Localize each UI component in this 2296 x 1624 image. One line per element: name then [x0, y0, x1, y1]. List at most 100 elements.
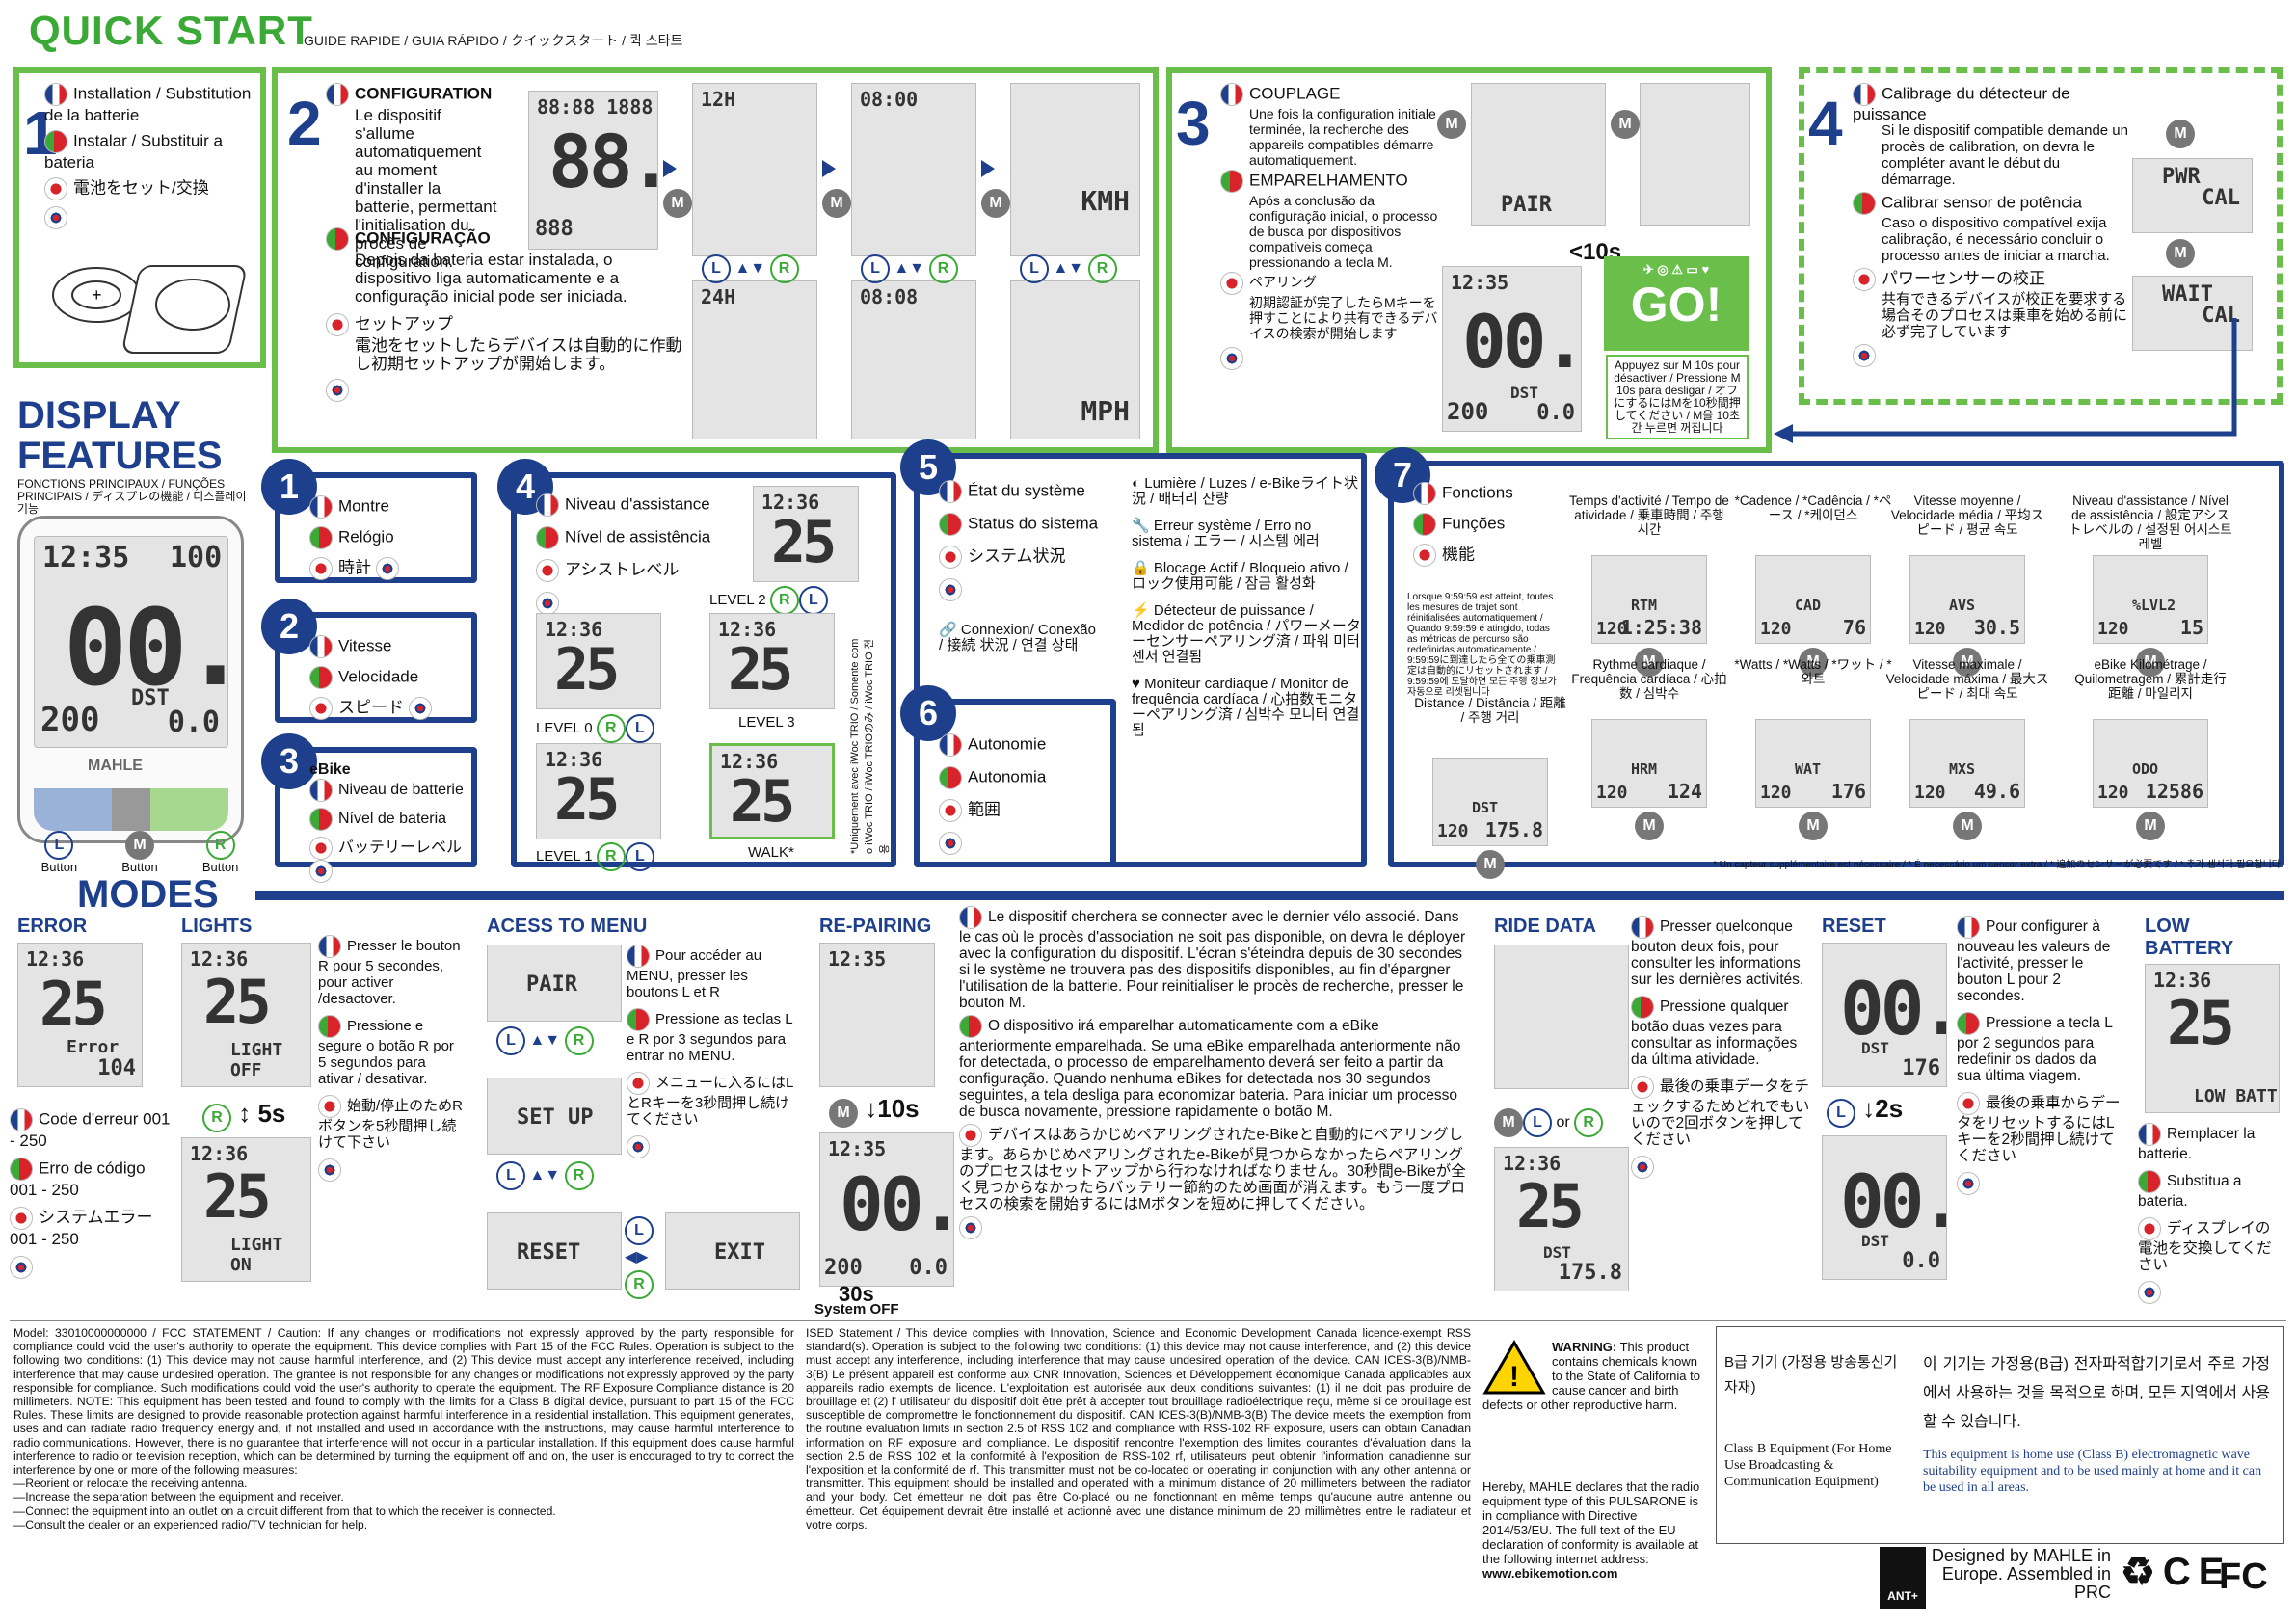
france-flag-icon [44, 83, 67, 106]
m-button-icon[interactable]: M [1799, 648, 1828, 677]
website-link[interactable]: www.ebikemotion.com [1482, 1566, 1618, 1581]
feature-jp: バッテリーレベル [338, 839, 463, 857]
l-button-icon[interactable]: L [44, 831, 74, 860]
fcc-measure: —Consult the dealer or an experienced ra… [13, 1517, 368, 1531]
l-button-icon[interactable]: L [1523, 1108, 1552, 1137]
range-value: 120 [1596, 619, 1628, 639]
certification-marks: ♻CE [2121, 1550, 2275, 1608]
portugal-flag-icon [309, 666, 333, 689]
l-button-icon[interactable]: L [1827, 1099, 1855, 1128]
function-code: HRM [1631, 760, 1658, 778]
pair-jp-text: 初期認証が完了したらMキーを押すことにより共有できるデバイスの検索が開始します [1249, 295, 1438, 341]
function-code: MXS [1949, 760, 1976, 778]
m-button-icon[interactable]: M [981, 189, 1010, 218]
l-button-icon[interactable]: L [861, 254, 890, 283]
m-button-icon[interactable]: M [2166, 239, 2195, 268]
lcd-menu-pair: PAIR [487, 945, 622, 1022]
install-fr-text: Installation / Substitution de la batter… [44, 84, 252, 124]
function-value: 1:25:38 [1620, 616, 1702, 639]
m-button-icon[interactable]: M [1635, 648, 1664, 677]
l-button-icon[interactable]: L [496, 1026, 525, 1055]
japan-flag-icon [2138, 1217, 2161, 1240]
function-value: 30.5 [1973, 616, 2020, 639]
portugal-flag-icon [1413, 513, 1436, 536]
function-value: 76 [1842, 616, 1866, 639]
portugal-flag-icon [536, 526, 559, 549]
france-flag-icon [1957, 916, 1980, 939]
m-button-icon[interactable]: M [2166, 120, 2195, 148]
m-button-icon[interactable]: M [1476, 850, 1505, 879]
l-button-icon[interactable]: L [625, 842, 654, 871]
repair-time-30s: 30s [839, 1282, 874, 1306]
m-button-icon[interactable]: M [829, 1099, 858, 1128]
m-button-icon[interactable]: M [1494, 1108, 1523, 1137]
low-pt: Substitua a bateria. [2138, 1173, 2242, 1210]
l-button-icon[interactable]: L [702, 254, 731, 283]
r-button-icon[interactable]: R [625, 1270, 654, 1299]
r-button-icon[interactable]: R [596, 714, 626, 743]
installation-panel: 1 Installation / Substitution de la batt… [13, 67, 266, 368]
page-title: QUICK START [29, 8, 313, 53]
m-button-icon[interactable]: M [1799, 812, 1828, 840]
m-button-icon[interactable]: M [125, 831, 154, 860]
feature-pt: Nível de assistência [565, 527, 711, 546]
japan-flag-icon [318, 1095, 341, 1118]
france-flag-icon [959, 906, 982, 929]
r-button-icon[interactable]: R [769, 254, 799, 283]
lcd-reset-before: 00. DST 176 [1822, 943, 1947, 1087]
m-button-icon[interactable]: M [2136, 812, 2165, 840]
korea-flag-icon [2138, 1281, 2161, 1304]
r-button-icon[interactable]: R [205, 831, 235, 860]
m-button-icon[interactable]: M [822, 189, 851, 218]
japan-flag-icon [939, 799, 962, 822]
r-button-icon[interactable]: R [1087, 254, 1117, 283]
fcc-measure: —Increase the separation between the equ… [13, 1490, 344, 1504]
r-button-icon[interactable]: R [596, 842, 626, 871]
ride-pt: Pressione qualquer botão duas vezes para… [1631, 998, 1798, 1068]
m-button-icon[interactable]: M [1953, 648, 1982, 677]
l-button-icon[interactable]: L [496, 1161, 525, 1190]
l-button-icon[interactable]: L [625, 714, 654, 743]
portugal-flag-icon [44, 130, 67, 153]
m-button-icon[interactable]: M [1635, 812, 1664, 840]
feature-functions-panel: 7 Fonctions Funções 機能 Lorsque 9:59:59 e… [1375, 447, 2284, 879]
device-display: 12:35 100 00. 200 DST 0.0 MAHLE [17, 516, 244, 843]
l-button-icon[interactable]: L [1020, 254, 1049, 283]
r-button-icon[interactable]: R [769, 586, 799, 615]
pair-pt-text: Após a conclusão da configuração inicial… [1249, 193, 1438, 270]
m-button-icon[interactable]: M [663, 189, 692, 218]
low-battery-heading: LOW BATTERY [2145, 916, 2234, 959]
m-button-icon[interactable]: M [2136, 648, 2165, 677]
r-button-icon[interactable]: R [202, 1104, 231, 1132]
r-button-icon[interactable]: R [564, 1161, 594, 1190]
feature-number: 1 [261, 459, 317, 515]
japan-flag-icon [309, 837, 333, 860]
l-button-icon[interactable]: L [798, 586, 828, 615]
korea-flag-icon [326, 379, 349, 402]
function-value: 49.6 [1973, 780, 2020, 803]
r-button-icon[interactable]: R [564, 1026, 594, 1055]
function-value: 175.8 [1484, 818, 1543, 841]
r-button-icon[interactable]: R [1574, 1108, 1604, 1137]
portugal-flag-icon [326, 227, 349, 251]
m-button-icon[interactable]: M [1437, 110, 1466, 139]
l-button-icon[interactable]: L [625, 1216, 654, 1245]
config-all-segments-lcd: 88:88 1888 88. 888 [528, 91, 658, 250]
battery-install-illustration: + [52, 265, 246, 354]
m-button-icon[interactable]: M [1611, 110, 1640, 139]
reset-jp: 最後の乗車からデータをリセットするにはLキーを2秒間押し続けてください [1957, 1095, 2121, 1164]
go-badge: ✈ ◎ ⚠ ▭ ♥ GO! [1604, 256, 1749, 351]
r-button-icon[interactable]: R [928, 254, 958, 283]
france-flag-icon [1413, 482, 1436, 505]
config-fr-text: Le dispositif s'allume automatiquement a… [355, 106, 497, 271]
m-button-icon[interactable]: M [1953, 812, 1982, 840]
fcc-text: Model: 33010000000000 / FCC STATEMENT / … [13, 1326, 794, 1478]
calib-jp-text: 共有できるデバイスが校正を要求する場合そのプロセスは乗車を始める前に必ず完了して… [1882, 291, 2128, 340]
feature-speed-panel: 2 Vitesse Velocidade スピード [261, 599, 477, 723]
